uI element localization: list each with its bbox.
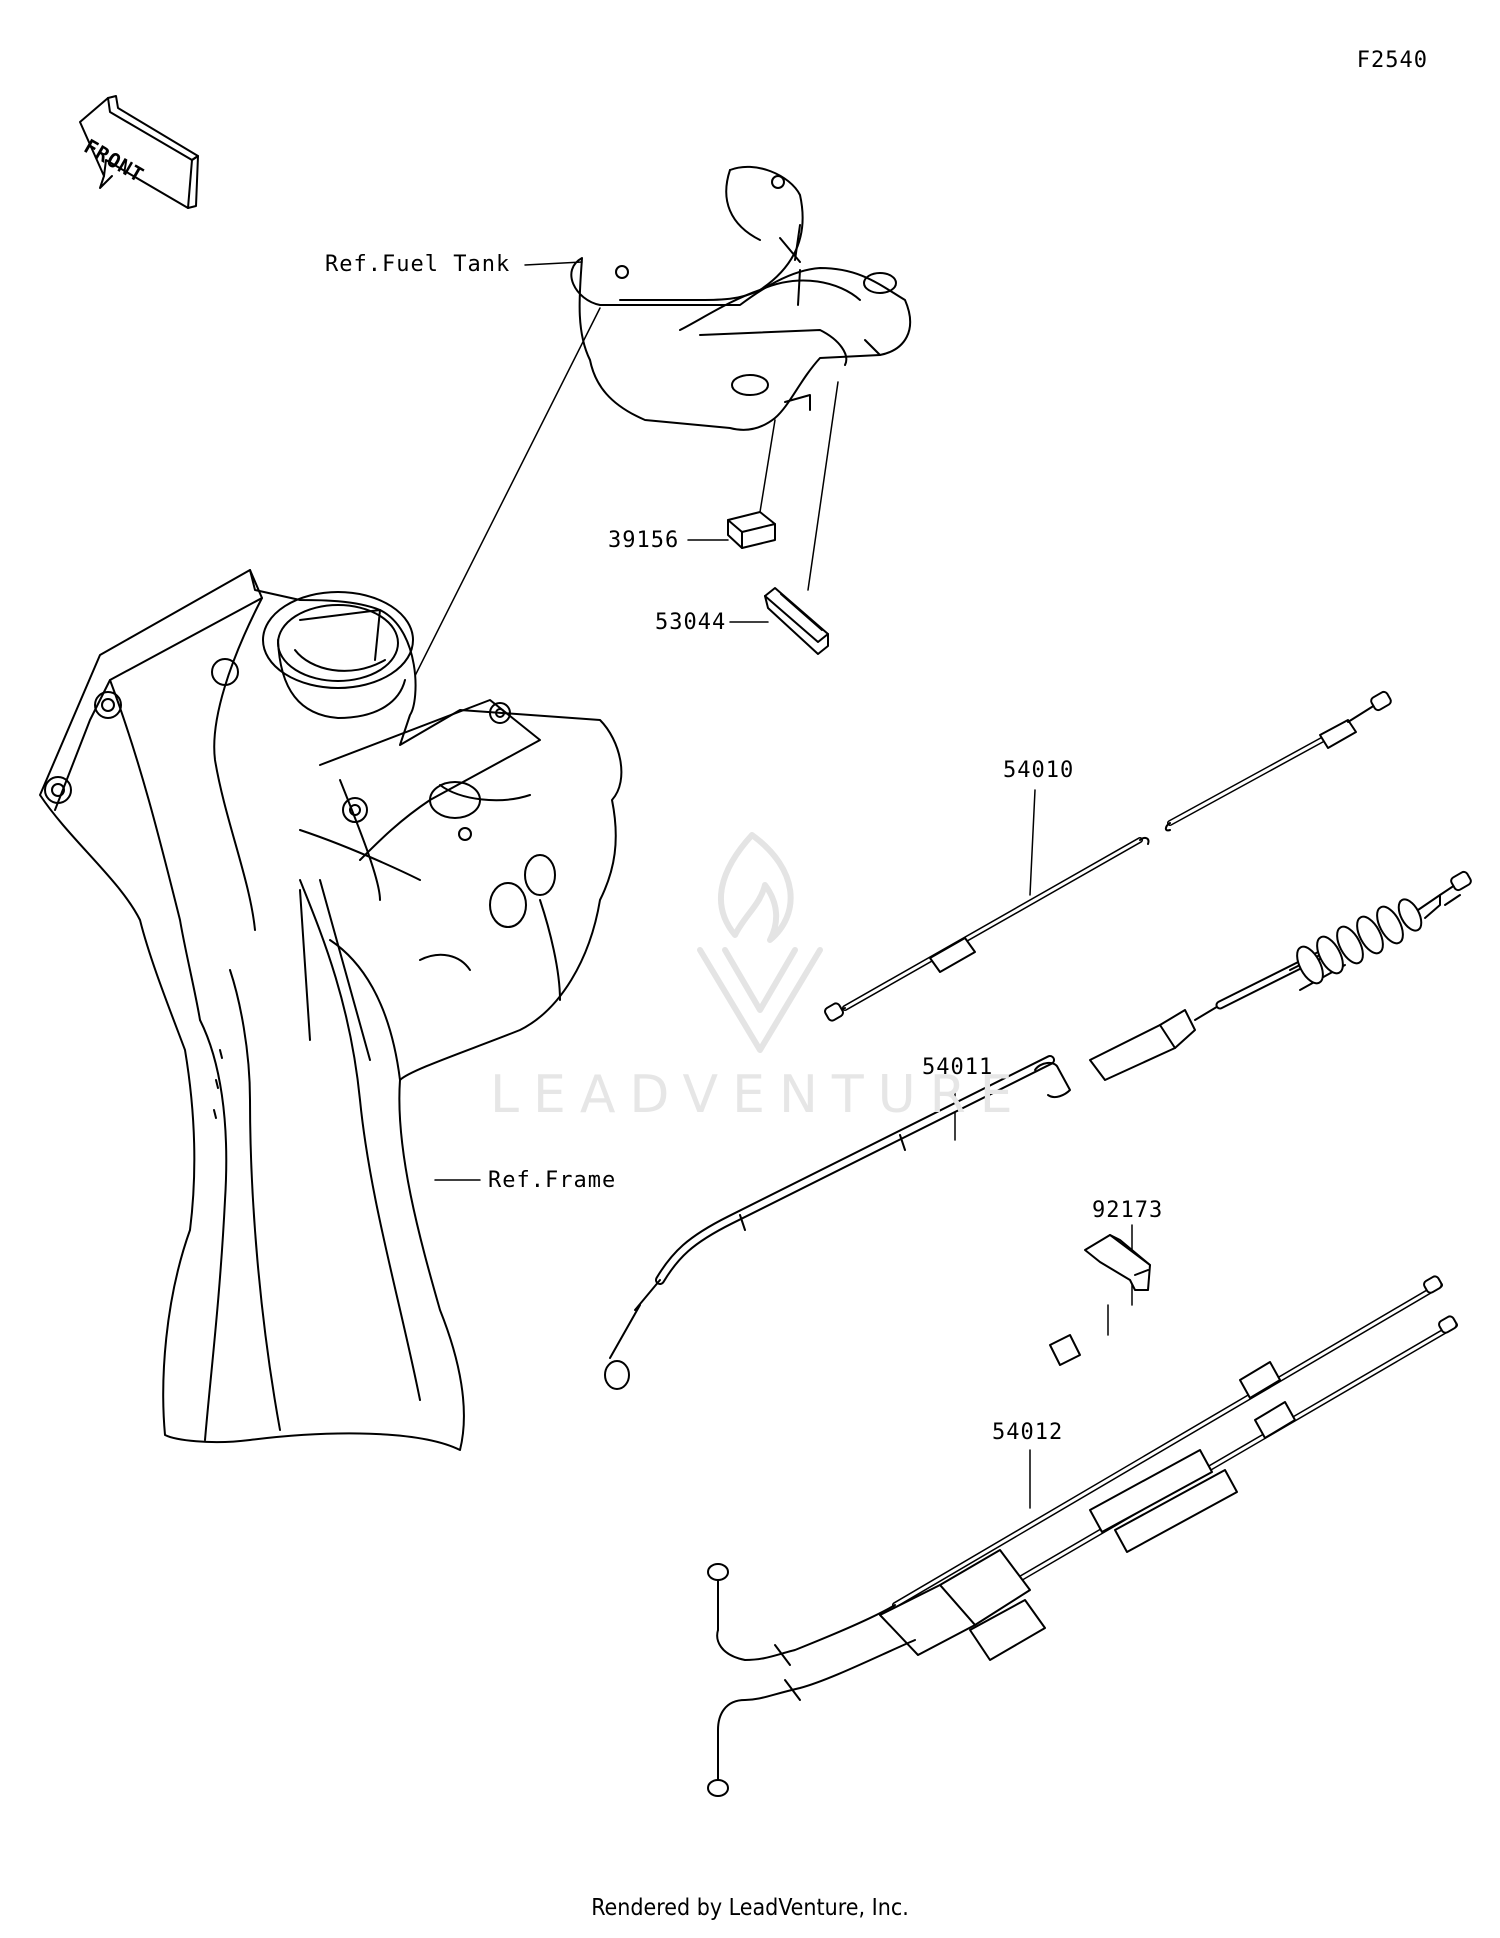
cable-54011: [604, 870, 1472, 1390]
cable-54011-boot: [1289, 870, 1472, 991]
leadventure-logo-icon: [697, 832, 823, 1053]
front-arrow-icon: [79, 95, 199, 209]
part-label-53044[interactable]: 53044: [655, 610, 727, 635]
part-label-39156[interactable]: 39156: [608, 528, 680, 553]
footer-credit: Rendered by LeadVenture, Inc.: [591, 1895, 909, 1921]
part-39156-pad: [727, 511, 776, 549]
cable-54012: [707, 1275, 1458, 1797]
part-label-54012[interactable]: 54012: [992, 1420, 1064, 1445]
frame-assembly: [39, 569, 623, 1451]
part-92173-clamp: [1084, 1234, 1151, 1291]
part-53044-clip: [764, 587, 829, 655]
part-label-92173[interactable]: 92173: [1092, 1198, 1164, 1223]
watermark-text: LEADVENTURE: [490, 1065, 1027, 1125]
diagram-code: F2540: [1356, 48, 1428, 73]
part-label-ref-frame[interactable]: Ref.Frame: [488, 1168, 617, 1193]
part-label-54010[interactable]: 54010: [1003, 758, 1075, 783]
fuel-tank-bracket: [570, 165, 912, 431]
cable-54010: [824, 690, 1392, 1022]
part-label-54011[interactable]: 54011: [922, 1055, 994, 1080]
part-label-ref-fuel-tank[interactable]: Ref.Fuel Tank: [325, 252, 511, 277]
